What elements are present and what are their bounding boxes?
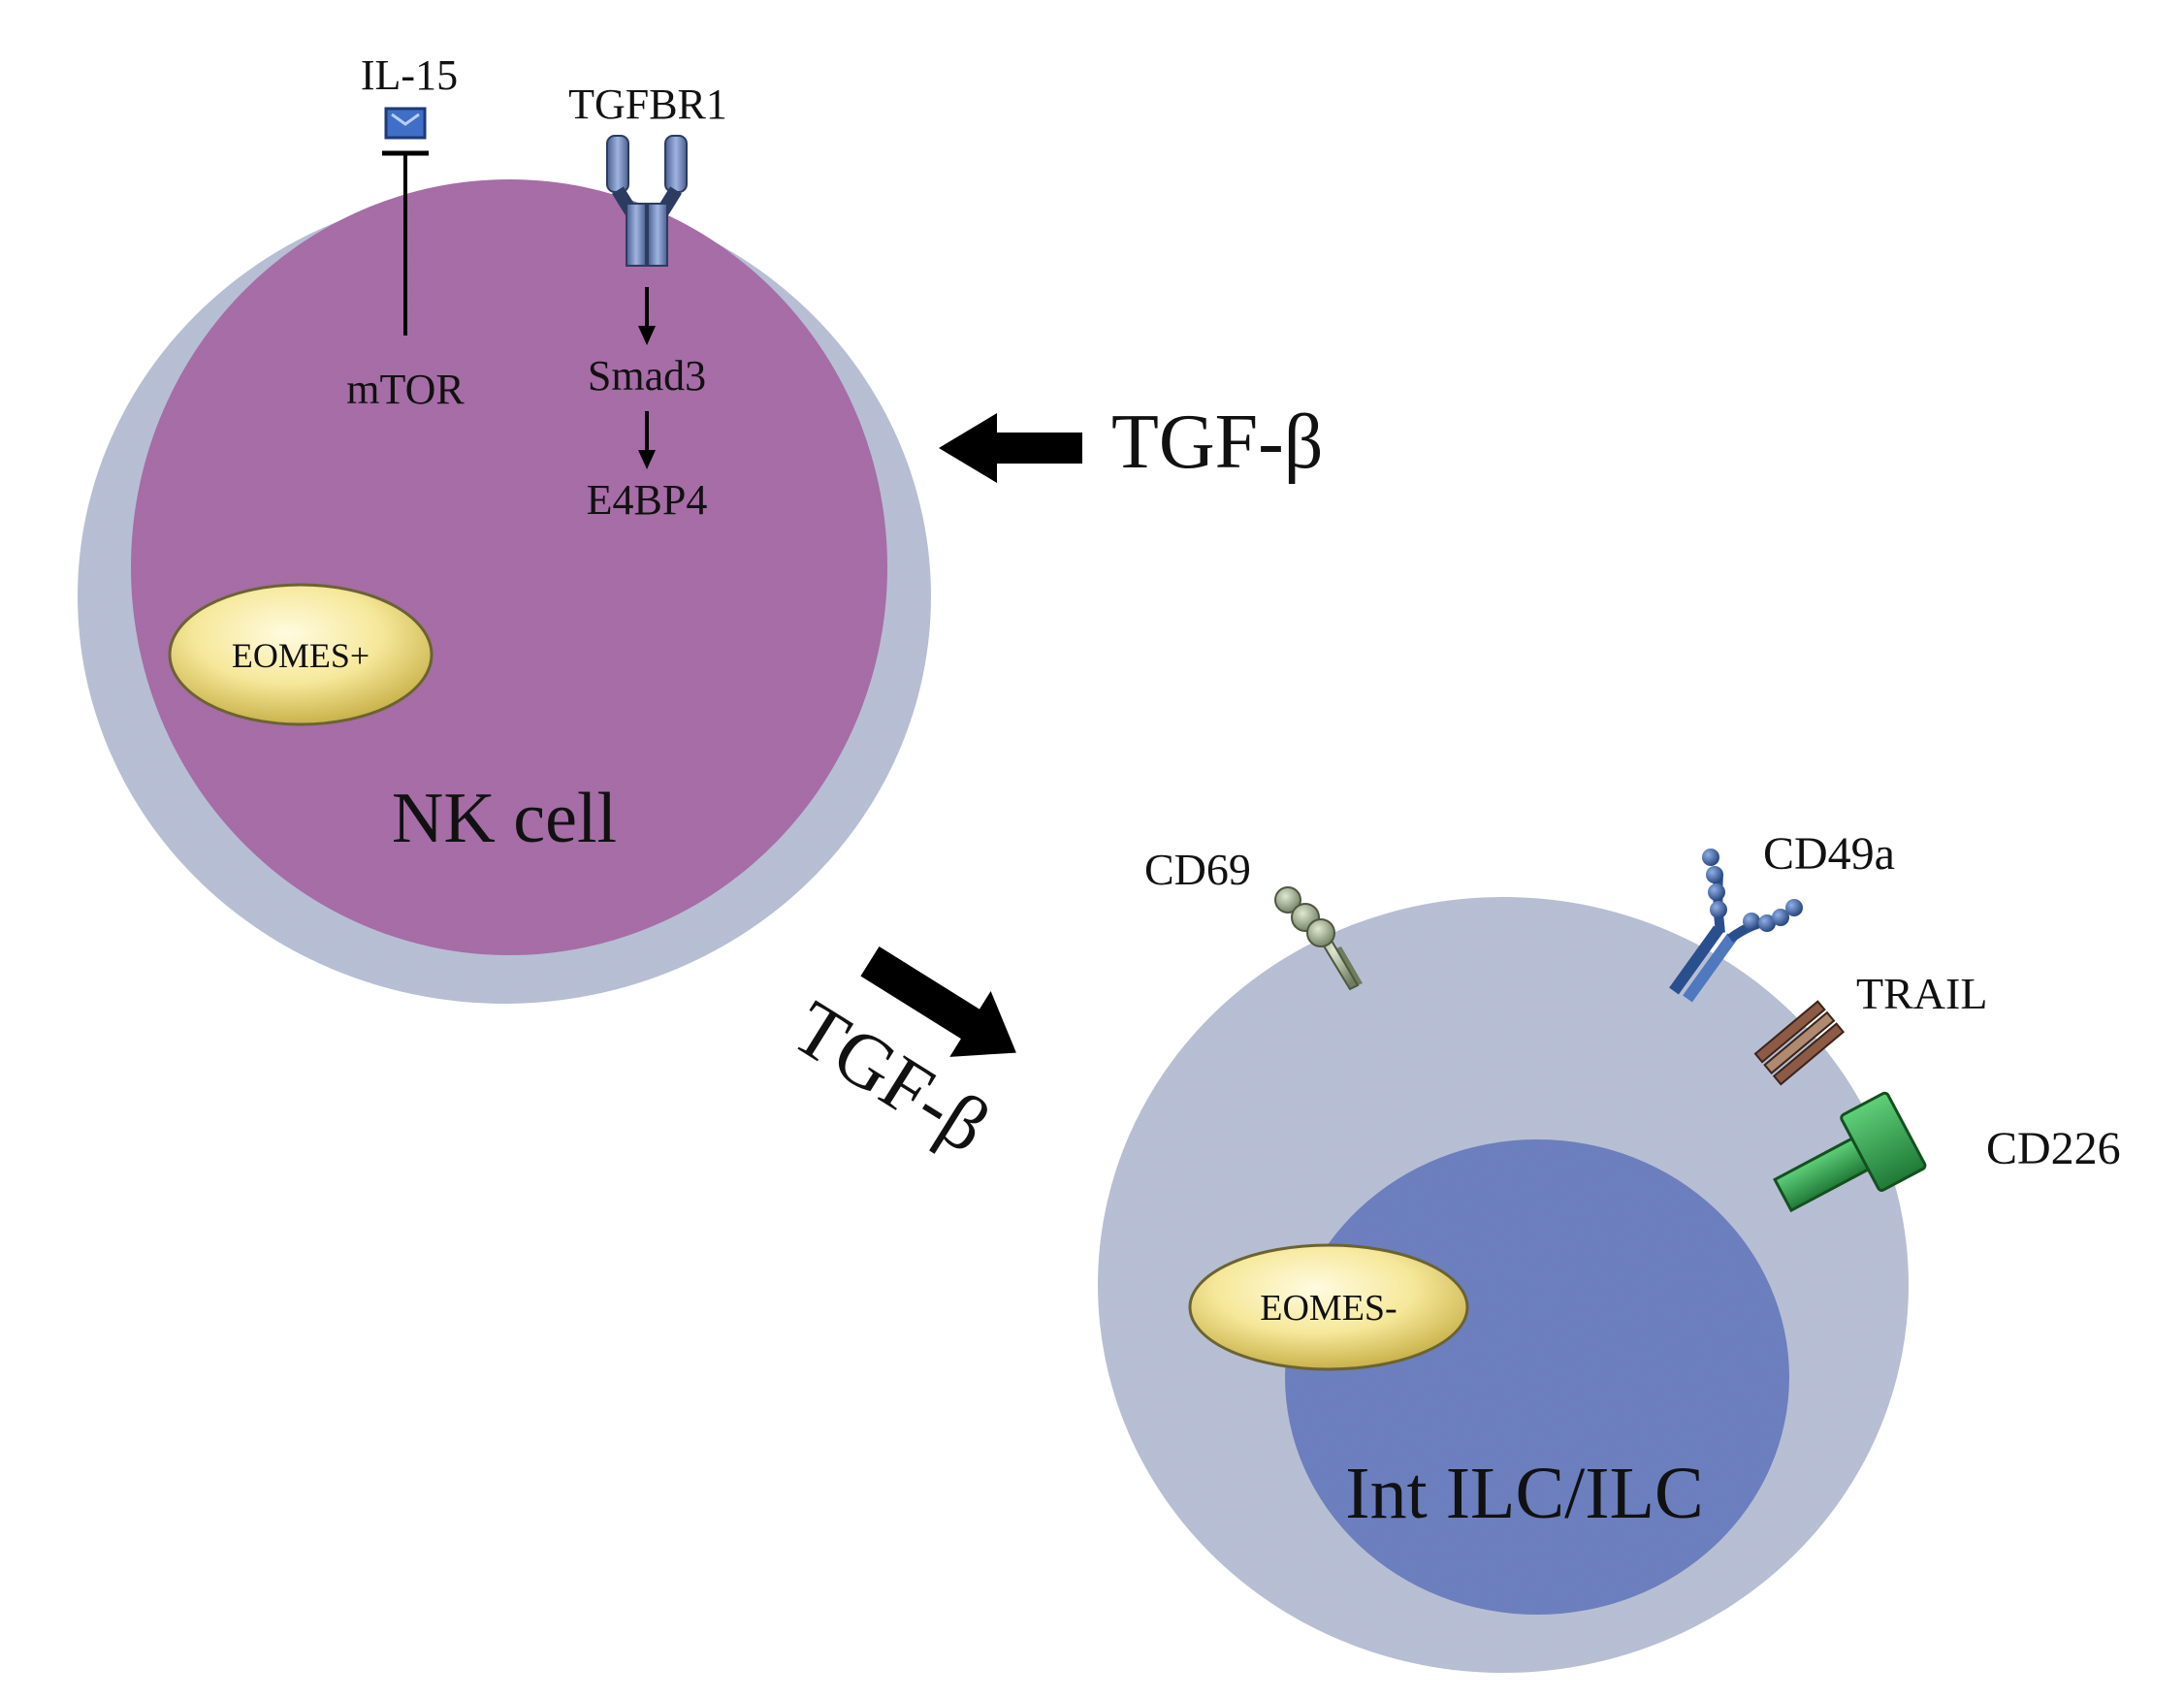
tgfbr1-pathway: TGFBR1 Smad3 E4BP4 bbox=[568, 80, 727, 524]
il15-label: IL-15 bbox=[361, 51, 458, 99]
ilc-cell-label: Int ILC/ILC bbox=[1345, 1453, 1703, 1534]
left-arrow-icon bbox=[939, 413, 1082, 483]
cd226-marker: CD226 bbox=[1773, 1091, 2121, 1213]
cd69-icon bbox=[1274, 886, 1363, 991]
cd49a-label: CD49a bbox=[1763, 828, 1895, 880]
trail-label: TRAIL bbox=[1856, 969, 1987, 1018]
il15-icon bbox=[384, 107, 427, 140]
tgf-beta-input: TGF-β bbox=[939, 400, 1323, 485]
nk-cell-cytoplasm bbox=[131, 179, 887, 955]
ilc-cell-nucleus bbox=[1285, 1139, 1789, 1615]
tgf-beta-conversion: TGF-β bbox=[778, 946, 1016, 1170]
cd49a-icon bbox=[1669, 849, 1803, 1003]
ilc-cell: EOMES- Int ILC/ILC CD69 bbox=[1098, 828, 2121, 1673]
eomes-positive-nucleus: EOMES+ bbox=[168, 583, 434, 726]
tgf-beta-top-label: TGF-β bbox=[1111, 400, 1323, 485]
cd69-marker: CD69 bbox=[1144, 845, 1363, 991]
eomes-negative-label: EOMES- bbox=[1260, 1288, 1397, 1329]
cd69-label: CD69 bbox=[1144, 845, 1251, 894]
eomes-negative-nucleus: EOMES- bbox=[1188, 1243, 1469, 1371]
tgfbr1-receptor-icon bbox=[606, 135, 688, 267]
smad3-label: Smad3 bbox=[588, 352, 706, 400]
cd49a-marker: CD49a bbox=[1669, 828, 1895, 1003]
trail-marker: TRAIL bbox=[1753, 969, 1987, 1086]
mtor-label: mTOR bbox=[346, 366, 465, 413]
eomes-positive-label: EOMES+ bbox=[232, 636, 369, 675]
diagonal-arrow-icon bbox=[860, 946, 1016, 1057]
cd226-label: CD226 bbox=[1986, 1123, 2121, 1174]
nk-cell-label: NK cell bbox=[392, 779, 617, 858]
cd226-icon bbox=[1773, 1091, 1927, 1213]
tgfbr1-label: TGFBR1 bbox=[568, 80, 727, 128]
e4bp4-label: E4BP4 bbox=[587, 476, 708, 524]
nk-cell: EOMES+ NK cell IL-15 mTOR TGFBR1 bbox=[78, 51, 931, 1004]
il15-inhibition: IL-15 mTOR bbox=[346, 51, 465, 413]
trail-icon bbox=[1753, 1000, 1846, 1086]
